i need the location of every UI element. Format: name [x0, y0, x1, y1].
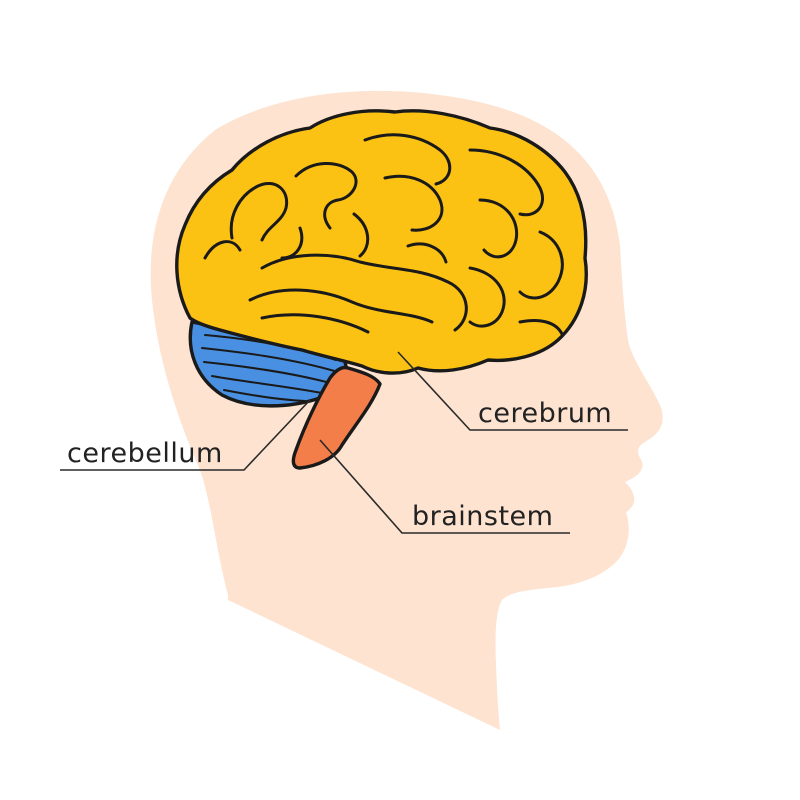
cerebrum-shape: [175, 109, 588, 375]
brainstem-shape: [291, 365, 382, 470]
cerebellum-leader: [60, 399, 311, 471]
cerebellum-label: cerebellum: [67, 438, 223, 469]
cerebrum-label: cerebrum: [478, 398, 612, 429]
leader-lines: [60, 351, 628, 534]
cerebrum-folds: [203, 133, 564, 336]
cerebrum-leader: [397, 351, 628, 431]
brainstem-leader: [319, 439, 570, 534]
brainstem-label: brainstem: [412, 501, 553, 532]
